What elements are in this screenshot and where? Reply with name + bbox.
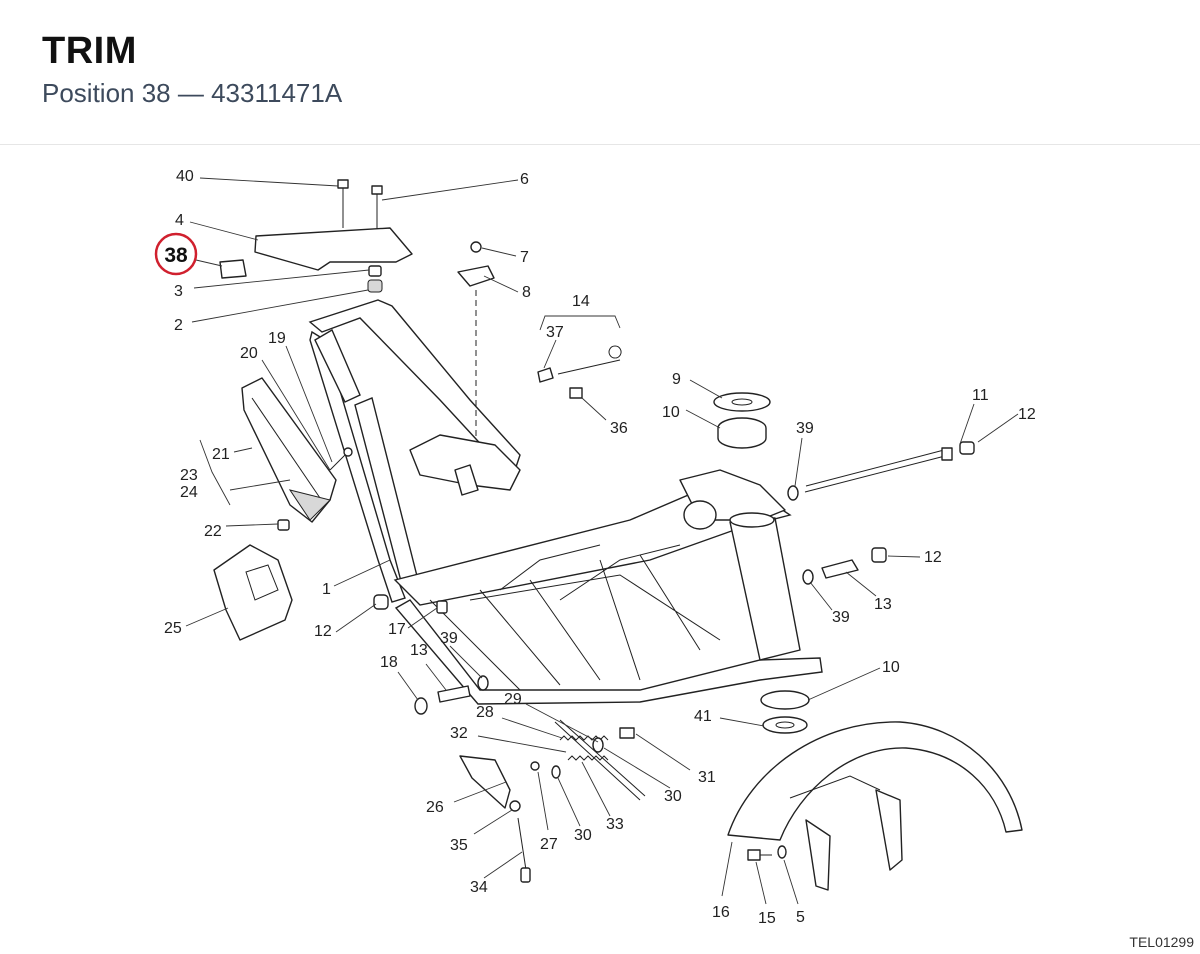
ref-label-2[interactable]: 2 — [174, 317, 183, 334]
ref-label-38[interactable]: 38 — [164, 244, 188, 267]
frame-drawing — [308, 299, 823, 705]
ref-label-20[interactable]: 20 — [240, 345, 258, 362]
ref-label-26[interactable]: 26 — [426, 799, 444, 816]
ref-label-25[interactable]: 25 — [164, 620, 182, 637]
ref-label-29[interactable]: 29 — [504, 691, 522, 708]
ref-label-5[interactable]: 5 — [796, 909, 805, 926]
highlight-ring — [154, 232, 198, 276]
drawing-code: TEL01299 — [1129, 934, 1194, 950]
ref-label-39[interactable]: 39 — [796, 420, 814, 437]
ref-label-33[interactable]: 33 — [606, 816, 624, 833]
highlighted-ref-38[interactable]: 38 — [154, 232, 198, 276]
ref-label-1[interactable]: 1 — [322, 581, 331, 598]
ref-label-21[interactable]: 21 — [212, 446, 230, 463]
ref-label-39b[interactable]: 39 — [832, 609, 850, 626]
ref-label-31[interactable]: 31 — [698, 769, 716, 786]
parts-drawing — [213, 179, 1023, 891]
ref-label-8[interactable]: 8 — [522, 284, 531, 301]
ref-label-39c[interactable]: 39 — [440, 630, 458, 647]
ref-label-24[interactable]: 24 — [180, 484, 198, 501]
ref-label-12c[interactable]: 12 — [314, 623, 332, 640]
ref-label-9[interactable]: 9 — [672, 371, 681, 388]
ref-label-7[interactable]: 7 — [520, 249, 529, 266]
ref-label-35[interactable]: 35 — [450, 837, 468, 854]
ref-label-37[interactable]: 37 — [546, 324, 564, 341]
ref-label-6[interactable]: 6 — [520, 171, 529, 188]
ref-label-13[interactable]: 13 — [874, 596, 892, 613]
ref-label-16[interactable]: 16 — [712, 904, 730, 921]
leader-lines — [185, 177, 1019, 905]
ref-label-23[interactable]: 23 — [180, 467, 198, 484]
ref-label-3[interactable]: 3 — [174, 283, 183, 300]
ref-label-19[interactable]: 19 — [268, 330, 286, 347]
ref-label-28[interactable]: 28 — [476, 704, 494, 721]
ref-label-10b[interactable]: 10 — [882, 659, 900, 676]
ref-label-14[interactable]: 14 — [572, 293, 590, 310]
page-header: TRIM Position 38 — 43311471A — [0, 0, 1200, 145]
ref-label-32[interactable]: 32 — [450, 725, 468, 742]
ref-label-4[interactable]: 4 — [175, 212, 184, 229]
ref-label-36[interactable]: 36 — [610, 420, 628, 437]
ref-label-10[interactable]: 10 — [662, 404, 680, 421]
ref-label-12b[interactable]: 12 — [924, 549, 942, 566]
page-title: TRIM — [42, 30, 137, 72]
ref-label-30b[interactable]: 30 — [574, 827, 592, 844]
ref-label-17[interactable]: 17 — [388, 621, 406, 638]
ref-label-41[interactable]: 41 — [694, 708, 712, 725]
ref-label-27[interactable]: 27 — [540, 836, 558, 853]
ref-label-30[interactable]: 30 — [664, 788, 682, 805]
page-subtitle: Position 38 — 43311471A — [42, 78, 343, 108]
ref-label-11[interactable]: 11 — [972, 387, 989, 404]
ref-labels: 40 6 4 7 3 8 2 14 37 19 20 9 36 10 11 12… — [154, 168, 1036, 927]
ref-label-13b[interactable]: 13 — [410, 642, 428, 659]
ref-label-40[interactable]: 40 — [176, 168, 194, 185]
ref-label-18[interactable]: 18 — [380, 654, 398, 671]
part-38-insert — [219, 259, 247, 279]
ref-label-12[interactable]: 12 — [1018, 406, 1036, 423]
ref-label-34[interactable]: 34 — [470, 879, 488, 896]
ref-label-22[interactable]: 22 — [204, 523, 222, 540]
ref-label-15[interactable]: 15 — [758, 910, 776, 927]
